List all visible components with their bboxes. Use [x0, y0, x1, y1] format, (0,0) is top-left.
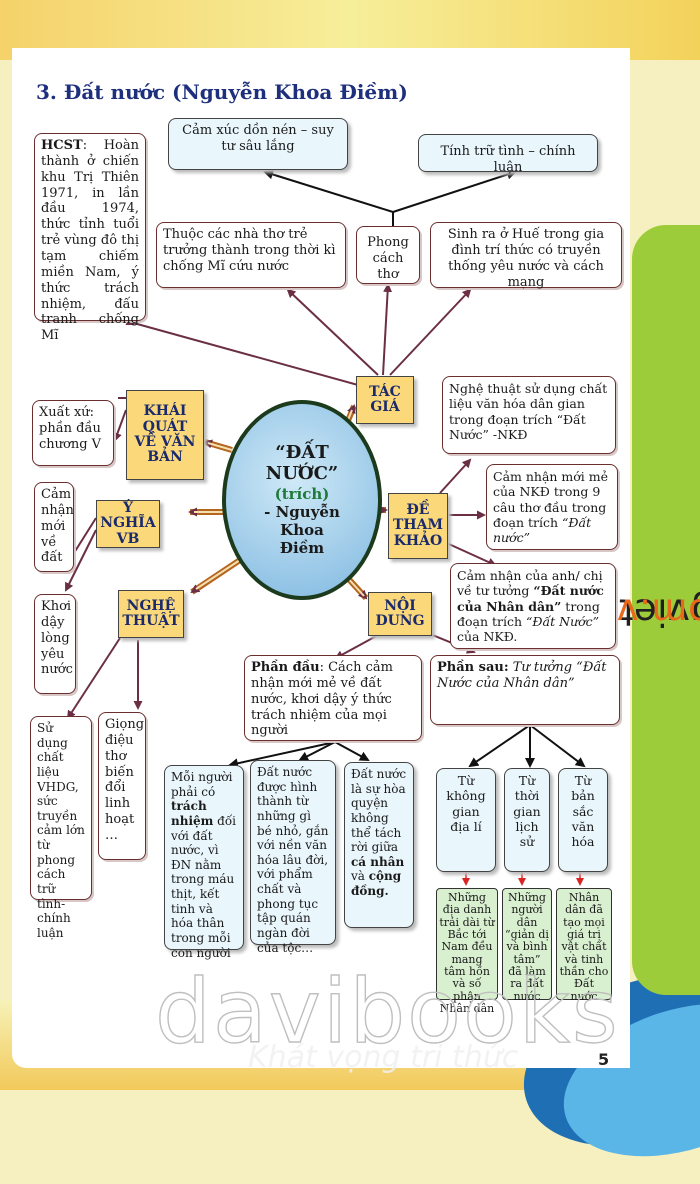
arrow-top-tinhtrutinh [392, 169, 517, 213]
su-hoa-bold-2: cộng đồng. [351, 869, 402, 898]
phan-sau-label: Phần sau: [437, 660, 509, 675]
box-cam-xuc: Cảm xúc dồn nén – suy tư sâu lắng [168, 118, 348, 170]
arrow-khaiquat-xuatxu [113, 409, 127, 442]
phan-dau-label: Phần đầu [251, 660, 320, 675]
arrow-tacgia-sinhra [389, 288, 472, 376]
box-thoi-gian: Từ thời gian lịch sử [504, 768, 550, 872]
box-green-2: Những người dân “giản dị và bình tâm” đã… [502, 888, 552, 1002]
arrow-phandau-1 [228, 741, 336, 769]
page-title: 3. Đất nước (Nguyễn Khoa Điềm) [36, 80, 408, 104]
moi-nguoi-bold: trách nhiệm [171, 799, 214, 828]
de3-text-1: Cảm nhận của anh/ chị về tư tưởng [457, 568, 603, 599]
box-giong-dieu: Giọng điệu thơ biến đổi linh hoạt … [98, 712, 146, 860]
watermark: davibooks [154, 959, 620, 1063]
center-line-3: (trích) [274, 484, 330, 503]
box-green-3: Nhân dân đã tạo mọi giá trị vật chất và … [556, 888, 612, 1002]
box-cam-nhan-dat: Cảm nhận mới về đất [34, 482, 74, 572]
su-hoa-2: và [351, 869, 369, 884]
box-phong-cach: Phong cách thơ [356, 226, 420, 284]
su-hoa-bold-1: cá nhân [351, 854, 405, 869]
box-hcst: HCST: Hoàn thành ở chiến khu Trị Thiên 1… [34, 133, 146, 343]
arrow-nghethuat-sudung [66, 637, 121, 720]
box-xuat-xu: Xuất xứ: phần đầu chương V [32, 400, 114, 466]
box-de-2: Cảm nhận mới mẻ của NKĐ trong 9 câu thơ … [486, 464, 618, 550]
arrow-phandau-3 [334, 741, 370, 761]
center-line-2: NƯỚC” [265, 463, 339, 484]
arrow-ynghia-khoiday [65, 529, 97, 592]
hcst-text: : Hoàn thành ở chiến khu Trị Thiên 1971,… [41, 138, 139, 344]
arrow-de-3 [439, 539, 497, 567]
de2-text: Cảm nhận mới mẻ của NKĐ trong 9 câu thơ … [493, 469, 609, 530]
box-su-hoa-quyen: Đất nước là sự hòa quyện không thể tách … [344, 762, 414, 928]
box-tinh-tru-tinh: Tính trữ tình – chính luận [418, 134, 598, 175]
arrow-top-camxuc [263, 169, 394, 213]
node-noi-dung: NỘI DUNG [368, 592, 432, 636]
arrow-phandau-2 [298, 741, 336, 761]
node-de-tham-khao: ĐỀ THAM KHẢO [388, 493, 448, 559]
box-thuoc-cac: Thuộc các nhà thơ trẻ trưởng thành trong… [156, 222, 346, 288]
center-line-6: Điềm [279, 538, 325, 557]
arrow-phansau-3 [529, 724, 586, 768]
center-line-4: - Nguyễn [264, 502, 340, 521]
node-khai-quat: KHÁI QUÁT VỀ VĂN BẢN [126, 390, 204, 480]
box-dat-nuoc-hinh-thanh: Đất nước được hình thành từ những gì bé … [250, 760, 336, 955]
phan-dau-text: : Cách cảm nhận mới mẻ về đất nước, khơi… [251, 660, 393, 739]
arrow-tacgia-hcst [129, 321, 359, 386]
box-khoi-day: Khơi dậy lòng yêu nước [34, 594, 76, 694]
box-phan-dau: Phần đầu: Cách cảm nhận mới mẻ về đất nư… [244, 655, 422, 741]
box-green-1: Những địa danh trải dài từ Bắc tới Nam đ… [436, 888, 498, 1014]
node-tac-gia: TÁC GIÁ [356, 376, 414, 424]
box-su-dung: Sử dụng chất liệu VHDG, sức truyền cảm l… [30, 716, 92, 940]
arrow-tacgia-thuoc [286, 288, 379, 376]
center-topic: “ĐẤT NƯỚC” (trích) - Nguyễn Khoa Điềm [222, 400, 382, 600]
box-sinh-ra: Sinh ra ở Huế trong gia đình trí thức có… [430, 222, 622, 290]
page-number: 5 [598, 1050, 610, 1069]
node-y-nghia: Ý NGHĨA VB [96, 500, 160, 548]
de3-text-2: trong đoạn trích [457, 598, 600, 629]
de2-italic: “Đất nước” [493, 514, 592, 545]
center-line-5: Khoa [280, 520, 324, 539]
box-de-1: Nghệ thuật sử dụng chất liệu văn hóa dân… [442, 376, 616, 454]
de3-bold: “Đất nước của Nhân dân” [457, 583, 604, 614]
watermark-subtitle: Khát vọng tri thức [248, 1040, 519, 1075]
arrow-noidung-phandau [334, 633, 381, 659]
box-moi-nguoi: Mỗi người phải có trách nhiệm đối với đấ… [164, 765, 244, 960]
phan-sau-text: Tư tưởng “Đất Nước của Nhân dân” [437, 660, 607, 691]
de3-text-3: của NKĐ. [457, 629, 518, 644]
side-green-bar [632, 225, 700, 995]
moi-nguoi-1: Mỗi người phải có [171, 770, 233, 799]
box-khong-gian: Từ không gian địa lí [436, 768, 496, 872]
node-nghe-thuat: NGHỆ THUẬT [118, 590, 184, 638]
box-ban-sac: Từ bản sắc văn hóa [558, 768, 608, 872]
de3-italic: “Đất Nước” [526, 613, 600, 629]
center-line-1: “ĐẤT [275, 442, 329, 464]
box-phan-sau: Phần sau: Tư tưởng “Đất Nước của Nhân dâ… [430, 655, 620, 725]
arrow-de-1 [439, 458, 472, 494]
hcst-label: HCST [41, 138, 83, 153]
moi-nguoi-2: đối với đất nước, vì ĐN nằm trong máu th… [171, 813, 237, 960]
arrow-phansau-1 [468, 724, 531, 768]
su-hoa-1: Đất nước là sự hòa quyện không thể tách … [351, 767, 407, 855]
box-de-3: Cảm nhận của anh/ chị về tư tưởng “Đất n… [450, 563, 616, 649]
arrow-tacgia-phongcach [382, 283, 393, 376]
